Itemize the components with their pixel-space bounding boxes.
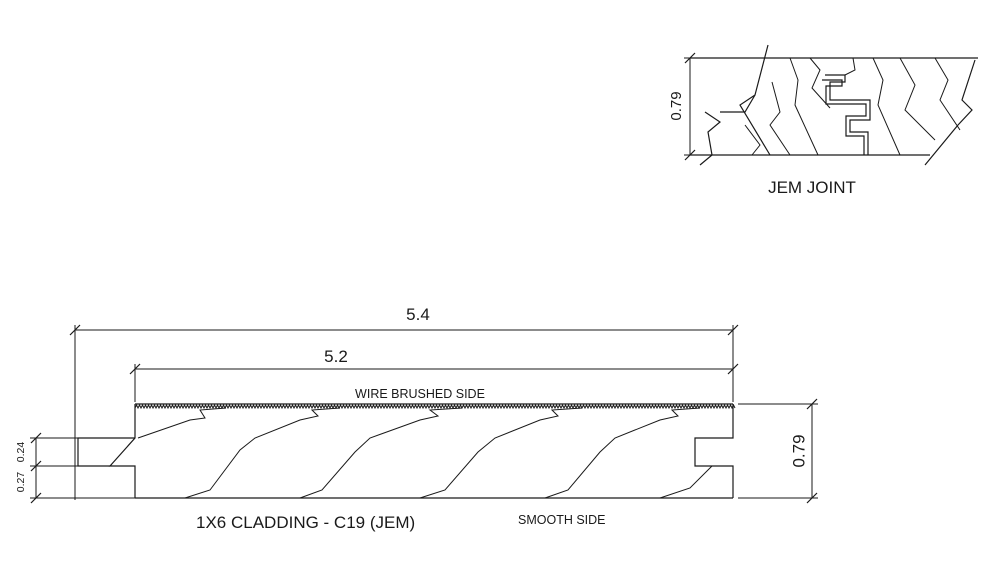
joint-grain-5 <box>899 57 936 141</box>
joint-grain-1 <box>789 57 819 156</box>
joint-grain-2 <box>769 81 791 156</box>
jem-joint-detail: 0.79 JEM JOINT <box>668 44 978 197</box>
joint-caption: JEM JOINT <box>768 178 856 197</box>
grain-d <box>419 407 583 499</box>
thickness-tick-top <box>806 398 818 410</box>
overall-width-label: 5.4 <box>406 305 430 324</box>
joint-thickness-label: 0.79 <box>668 91 685 120</box>
joint-groove-top <box>844 57 856 76</box>
thickness-tick-bottom <box>806 492 818 504</box>
wire-brushed-texture <box>134 403 736 410</box>
tongue-lower-label: 0.27 <box>15 472 27 493</box>
joint-right-break-line <box>924 59 976 166</box>
grain-a <box>137 407 227 439</box>
thickness-label: 0.79 <box>789 434 808 467</box>
face-width-label: 5.2 <box>324 347 348 366</box>
drawing-title: 1X6 CLADDING - C19 (JEM) <box>196 513 415 532</box>
grain-b <box>184 407 341 499</box>
joint-far-left-break <box>699 111 722 166</box>
bottom-face-label: SMOOTH SIDE <box>518 513 606 527</box>
tongue-tick-1 <box>30 432 42 444</box>
grain-e <box>544 407 701 499</box>
top-face-label: WIRE BRUSHED SIDE <box>355 387 485 401</box>
grain-c <box>299 407 463 499</box>
grain-f <box>659 465 713 499</box>
joint-groove-inner <box>822 79 867 155</box>
joint-grain-6 <box>934 57 961 131</box>
board-left-edge <box>108 404 136 498</box>
tongue-tick-3 <box>30 492 42 504</box>
joint-grain-3 <box>809 57 831 109</box>
board-left-tongue <box>77 437 135 467</box>
joint-grain-7 <box>744 124 761 156</box>
face-dim-tick-right <box>727 363 739 375</box>
joint-left-break-line <box>739 44 771 156</box>
tongue-upper-label: 0.24 <box>15 442 27 463</box>
board-right-groove <box>694 404 734 498</box>
joint-left-lip <box>720 94 756 113</box>
tongue-tick-2 <box>30 460 42 472</box>
joint-groove-outer <box>825 74 871 155</box>
joint-grain-4 <box>872 57 901 156</box>
board-profile: 5.4 5.2 WIRE BRUSHED SIDE 0.79 <box>15 305 818 532</box>
